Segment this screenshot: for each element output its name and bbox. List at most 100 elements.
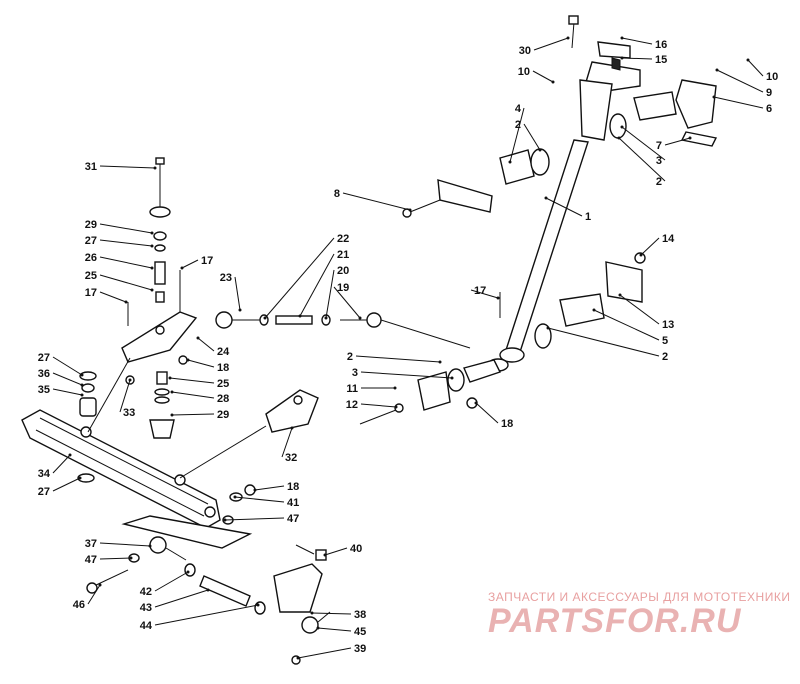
part-number-label: 47	[85, 554, 97, 566]
callout-32: 32	[281, 426, 297, 464]
leader-line	[470, 289, 499, 299]
leader-line	[532, 70, 554, 83]
leader-line	[171, 413, 215, 416]
part-number-label: 3	[656, 155, 662, 167]
leader-end	[233, 495, 237, 499]
callout-40: 40	[323, 543, 362, 557]
leader-end	[617, 136, 621, 140]
part-number-label: 29	[85, 219, 97, 231]
part-number-label: 11	[346, 383, 358, 395]
part-number-label: 37	[85, 538, 97, 550]
leader-end	[150, 244, 154, 248]
callout-1: 1	[544, 196, 591, 223]
part-number-label: 27	[85, 235, 97, 247]
part-number-label: 44	[140, 620, 153, 632]
leader-end	[150, 266, 154, 270]
leader-end	[393, 386, 397, 390]
part-number-label: 27	[38, 352, 50, 364]
leader-end	[150, 231, 154, 235]
leader-line	[99, 557, 132, 560]
leader-line	[52, 477, 81, 492]
leader-end	[80, 383, 84, 387]
callout-17: 17	[470, 285, 500, 300]
leader-line	[523, 123, 541, 151]
callout-3: 3	[620, 125, 666, 167]
part-number-label: 25	[217, 378, 229, 390]
leader-end	[98, 583, 102, 587]
leader-end	[68, 453, 72, 457]
leader-end	[551, 80, 555, 84]
leader-end	[544, 196, 548, 200]
part-number-label: 18	[287, 481, 299, 493]
leader-line	[342, 192, 411, 211]
part-number-label: 24	[217, 346, 230, 358]
leader-line	[99, 239, 153, 247]
leader-line	[87, 584, 101, 605]
leader-end	[296, 656, 300, 660]
leader-line	[621, 37, 653, 45]
tie-rod-drawing	[215, 311, 471, 349]
part-number-label: 20	[337, 265, 349, 277]
spindle-arm-drawing	[21, 357, 319, 549]
leader-end	[148, 544, 152, 548]
leader-end	[206, 588, 210, 592]
leader-line	[475, 402, 499, 424]
leader-line	[360, 403, 397, 408]
leader-end	[450, 376, 454, 380]
callout-22: 22	[263, 233, 349, 320]
part-number-label: 47	[287, 513, 299, 525]
leader-end	[639, 253, 643, 257]
leader-line	[99, 274, 153, 291]
leader-line	[333, 286, 361, 319]
leader-line	[99, 542, 151, 547]
part-number-label: 19	[337, 282, 349, 294]
leader-end	[618, 293, 622, 297]
part-number-label: 16	[655, 39, 667, 51]
leader-end	[358, 316, 362, 320]
callout-11: 11	[346, 383, 397, 395]
part-number-label: 43	[140, 602, 152, 614]
leader-end	[124, 300, 128, 304]
part-number-label: 2	[656, 176, 662, 188]
part-number-label: 18	[217, 362, 229, 374]
callout-33: 33	[119, 378, 135, 419]
leader-end	[186, 358, 190, 362]
part-number-label: 36	[38, 368, 50, 380]
leader-end	[316, 626, 320, 630]
callout-26: 26	[85, 252, 154, 270]
lower-linkage-drawing	[86, 536, 331, 665]
part-number-label: 8	[334, 188, 340, 200]
part-number-label: 9	[766, 87, 772, 99]
part-number-label: 1	[585, 211, 591, 223]
part-number-label: 2	[662, 351, 668, 363]
part-number-label: 22	[337, 233, 349, 245]
leader-end	[170, 390, 174, 394]
part-number-label: 35	[38, 384, 50, 396]
callout-8: 8	[334, 188, 412, 212]
leader-line	[154, 589, 209, 608]
part-number-label: 10	[518, 66, 530, 78]
part-number-label: 27	[38, 486, 50, 498]
leader-end	[324, 316, 328, 320]
leader-end	[196, 336, 200, 340]
part-number-label: 33	[123, 407, 135, 419]
leader-line	[716, 69, 764, 93]
callout-47: 47	[223, 513, 299, 525]
callout-17: 17	[85, 287, 128, 304]
part-number-label: 26	[85, 252, 97, 264]
part-number-label: 2	[347, 351, 353, 363]
leader-line	[640, 237, 660, 256]
leader-line	[99, 165, 156, 169]
leader-end	[715, 68, 719, 72]
watermark-subtitle: ЗАПЧАСТИ И АКСЕССУАРЫ ДЛЯ МОТОТЕХНИКИ	[488, 590, 791, 604]
leader-end	[298, 314, 302, 318]
callout-39: 39	[296, 643, 366, 660]
leader-line	[181, 259, 199, 269]
leader-end	[408, 208, 412, 212]
leader-line	[664, 137, 691, 146]
part-number-label: 2	[515, 119, 521, 131]
leader-line	[264, 237, 335, 319]
leader-end	[496, 296, 500, 300]
